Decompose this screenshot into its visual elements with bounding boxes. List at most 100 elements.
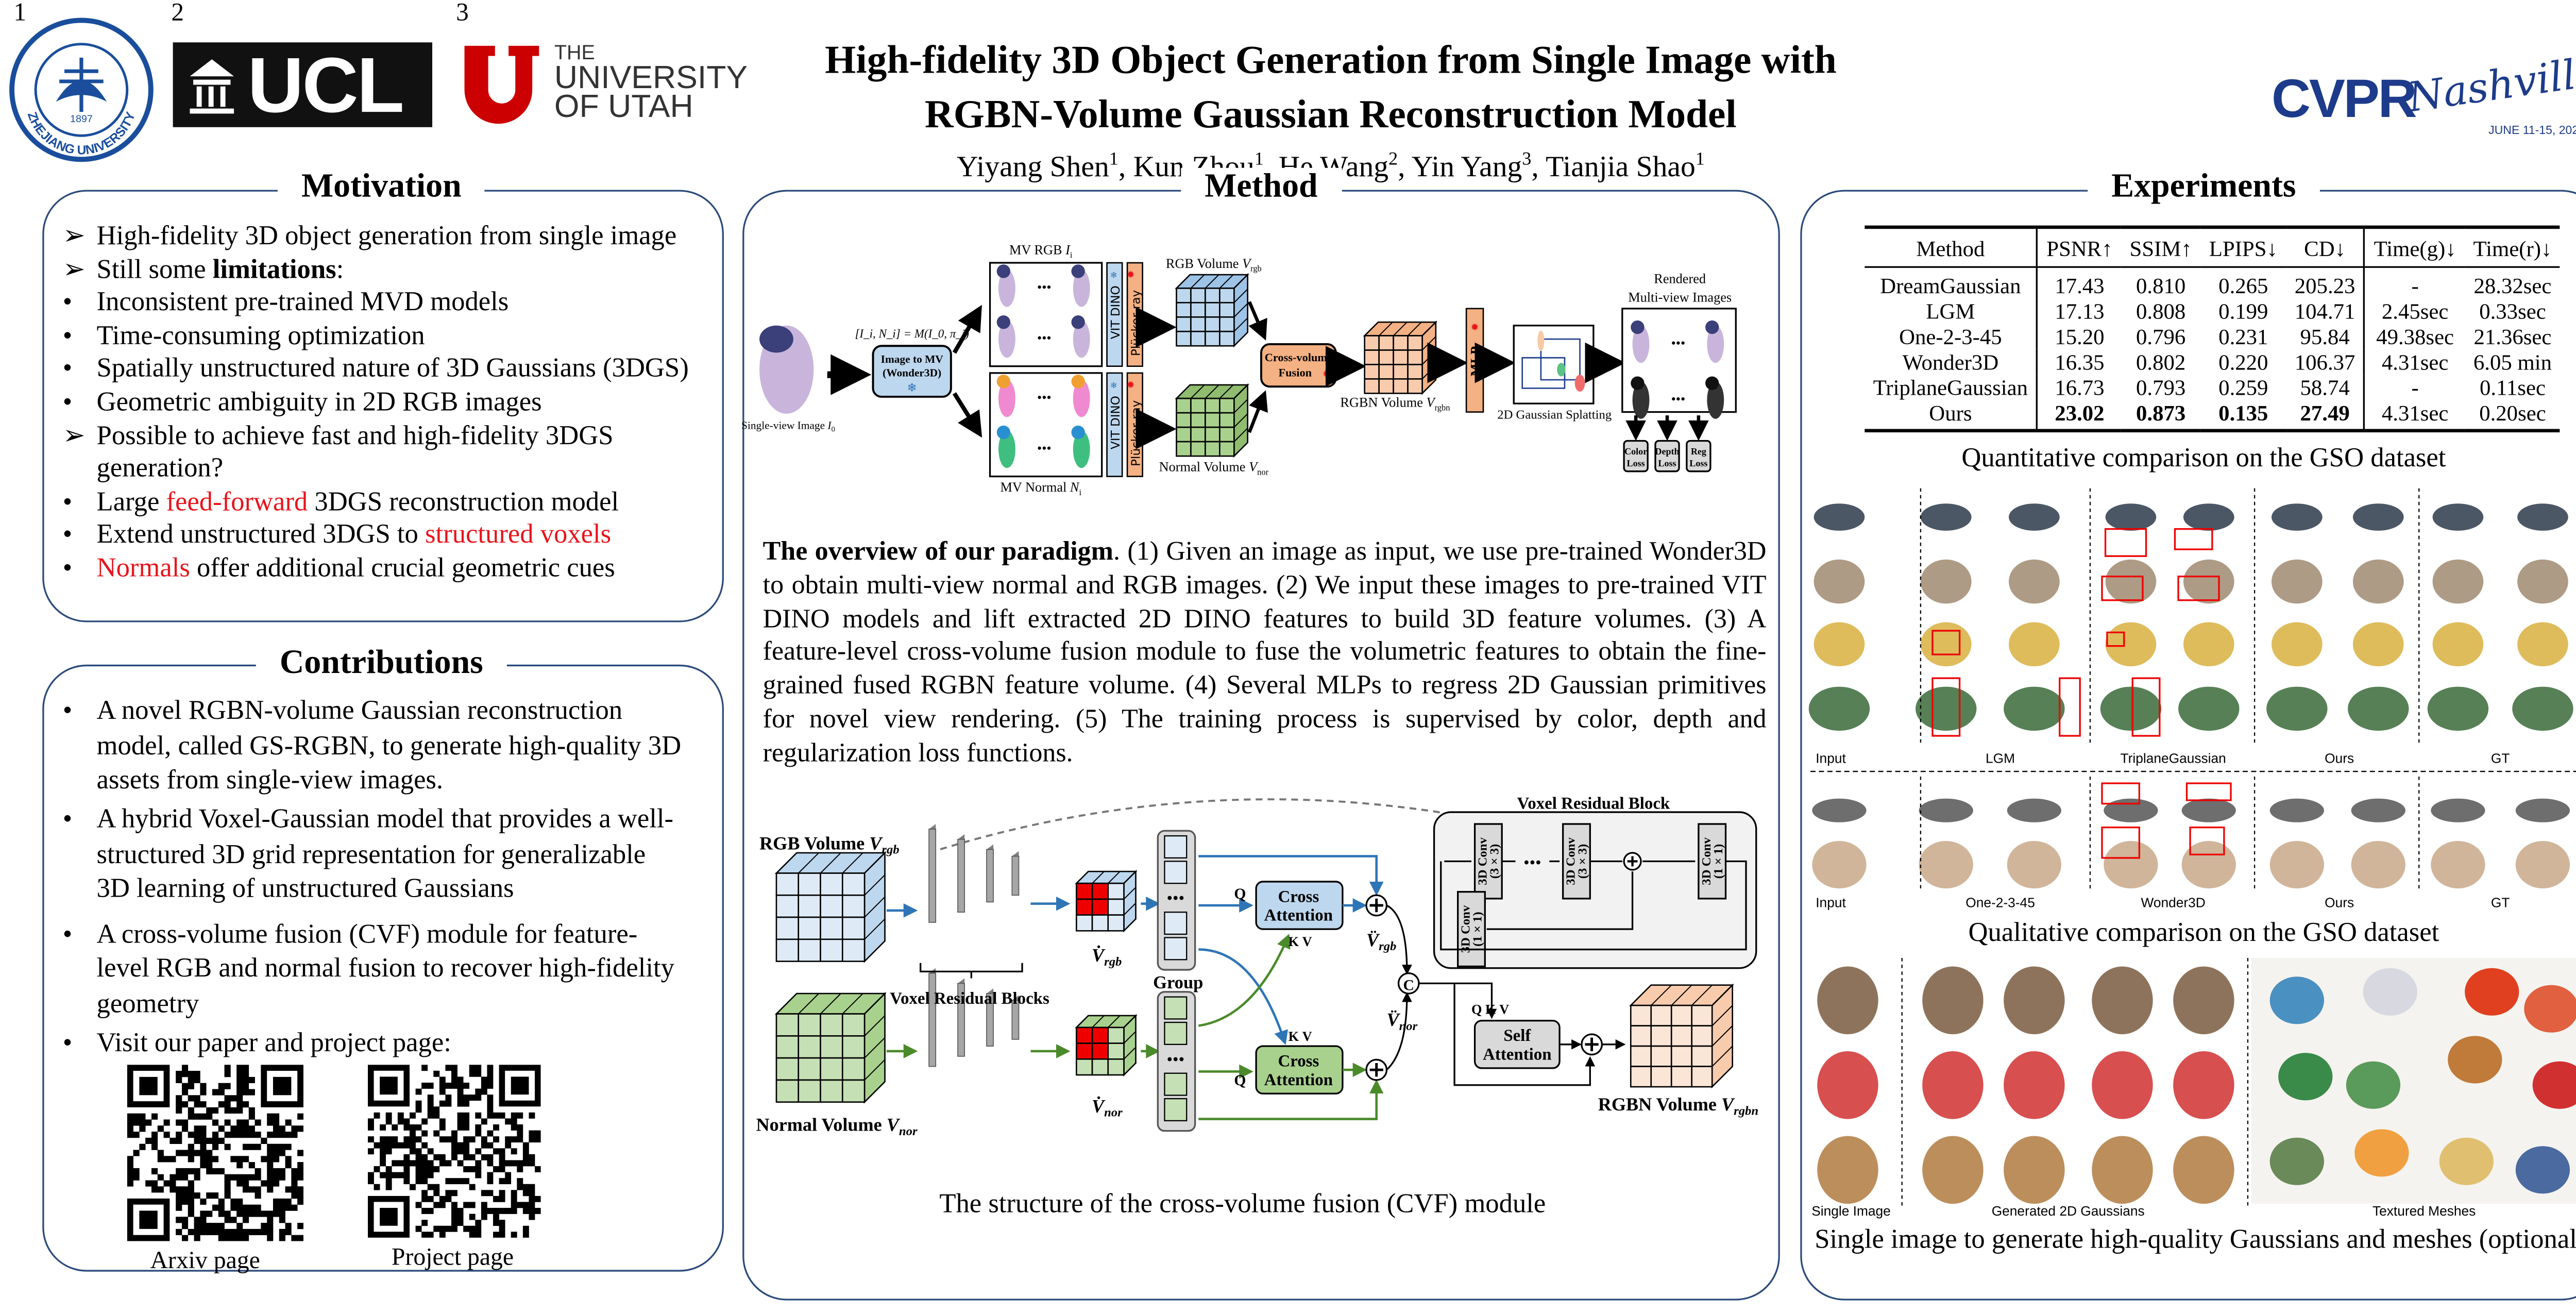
- normal-volume-cube: [1175, 383, 1249, 458]
- result-render-laptop: [1920, 503, 1972, 531]
- qr-module: [511, 1190, 517, 1197]
- ucl-portico-icon: [190, 59, 234, 114]
- vit-dino-label: VIT DINO: [1109, 285, 1123, 339]
- qr-module: [206, 1228, 213, 1236]
- qr-module: [421, 1142, 428, 1149]
- qr-module: [242, 1204, 249, 1211]
- voxel-cell: [1670, 1025, 1693, 1047]
- qr-module: [188, 1180, 194, 1187]
- result-render-shelf: [1916, 686, 1977, 731]
- voxel-cell: [820, 916, 843, 940]
- qr-module: [273, 1198, 280, 1205]
- qr-module: [517, 1136, 523, 1143]
- group-voxel: [1164, 937, 1188, 961]
- voxel-cell: [1205, 302, 1221, 318]
- voxel-residual-block-bar: [1011, 1000, 1020, 1040]
- qr-module: [242, 1132, 249, 1138]
- qkv-label: Q K V: [1471, 1002, 1509, 1017]
- qr-module: [493, 1214, 499, 1220]
- qr-module: [499, 1160, 505, 1167]
- cube-edge: [1123, 1047, 1137, 1060]
- qr-module: [194, 1235, 200, 1241]
- cube-edge: [1219, 274, 1234, 289]
- qr-finder: [273, 1076, 292, 1096]
- qr-module: [194, 1223, 200, 1229]
- title-line: High-fidelity 3D Object Generation from …: [825, 39, 1837, 83]
- qr-module: [469, 1202, 476, 1208]
- qr-module: [188, 1156, 194, 1163]
- cube-edge: [1092, 871, 1105, 884]
- poster-title: High-fidelity 3D Object Generation from …: [825, 34, 1837, 143]
- item-highlight-text: Normals: [96, 554, 190, 583]
- voxel-cell: [1407, 335, 1423, 351]
- qr-module: [439, 1118, 446, 1125]
- qr-module: [397, 1172, 404, 1178]
- author: Tianjia Shao: [1546, 149, 1696, 183]
- table-cell: 104.71: [2294, 298, 2355, 324]
- qr-module: [291, 1168, 298, 1175]
- qr-module: [415, 1100, 422, 1107]
- qr-module: [133, 1150, 140, 1156]
- result-render-shoe: [2515, 798, 2570, 822]
- qr-module: [145, 1137, 152, 1144]
- mv-view-image: [1073, 269, 1090, 307]
- group-voxel: [1164, 835, 1188, 859]
- qr-module: [529, 1130, 535, 1137]
- cube-edge: [1123, 887, 1137, 900]
- trainable-sun-icon: ✹: [1126, 269, 1135, 281]
- bullet-icon: •: [62, 322, 73, 351]
- qr-module: [535, 1130, 541, 1137]
- qr-module: [475, 1088, 482, 1095]
- qr-module: [499, 1178, 505, 1185]
- qr-module: [469, 1065, 476, 1071]
- rendered-view-image: [1707, 325, 1724, 363]
- qr-module: [255, 1168, 261, 1175]
- bullet-icon: ➢: [62, 421, 86, 450]
- qr-module: [218, 1228, 225, 1236]
- result-render-shoe: [1812, 798, 1867, 822]
- table-cell: 0.796: [2136, 324, 2186, 349]
- qr-module: [493, 1195, 499, 1202]
- qr-module: [224, 1132, 231, 1138]
- qr-module: [469, 1232, 476, 1238]
- qr-module: [267, 1156, 274, 1163]
- qr-module: [403, 1172, 410, 1178]
- qr-module: [273, 1150, 280, 1156]
- qr-module: [127, 1119, 133, 1126]
- qr-module: [200, 1101, 207, 1108]
- item-text: Extend unstructured 3DGS to: [96, 521, 426, 550]
- project-qr-code[interactable]: [367, 1065, 541, 1238]
- qr-module: [403, 1166, 410, 1172]
- contribution-item: •Visit our paper and project page:: [63, 1026, 682, 1061]
- qr-module: [127, 1168, 133, 1175]
- qr-module: [230, 1125, 237, 1132]
- voxel-cell: [841, 894, 866, 918]
- textured-mesh: [2269, 976, 2325, 1024]
- qr-module: [230, 1235, 237, 1241]
- qr-module: [487, 1154, 494, 1160]
- qr-module: [421, 1208, 428, 1214]
- qr-module: [230, 1204, 237, 1211]
- voxel-cell: [1205, 330, 1221, 347]
- qr-module: [392, 1142, 398, 1149]
- qr-module: [176, 1198, 182, 1205]
- qr-module: [267, 1162, 274, 1169]
- qr-module: [374, 1112, 380, 1119]
- qr-module: [433, 1130, 440, 1137]
- qr-module: [415, 1124, 422, 1131]
- qr-module: [439, 1100, 446, 1107]
- voxel-cell: [1393, 378, 1409, 394]
- qualitative-column-label: LGM: [1986, 751, 2015, 766]
- qr-module: [457, 1208, 464, 1214]
- qr-module: [236, 1180, 243, 1187]
- qr-module: [421, 1195, 428, 1202]
- qr-module: [439, 1136, 446, 1143]
- rgbn-volume-cube: [1363, 320, 1438, 395]
- qr-module: [181, 1198, 189, 1205]
- arxiv-qr-code[interactable]: [127, 1065, 303, 1241]
- qr-module: [157, 1150, 164, 1156]
- qr-module: [385, 1118, 392, 1125]
- qr-module: [212, 1143, 219, 1150]
- qr-module: [230, 1198, 237, 1205]
